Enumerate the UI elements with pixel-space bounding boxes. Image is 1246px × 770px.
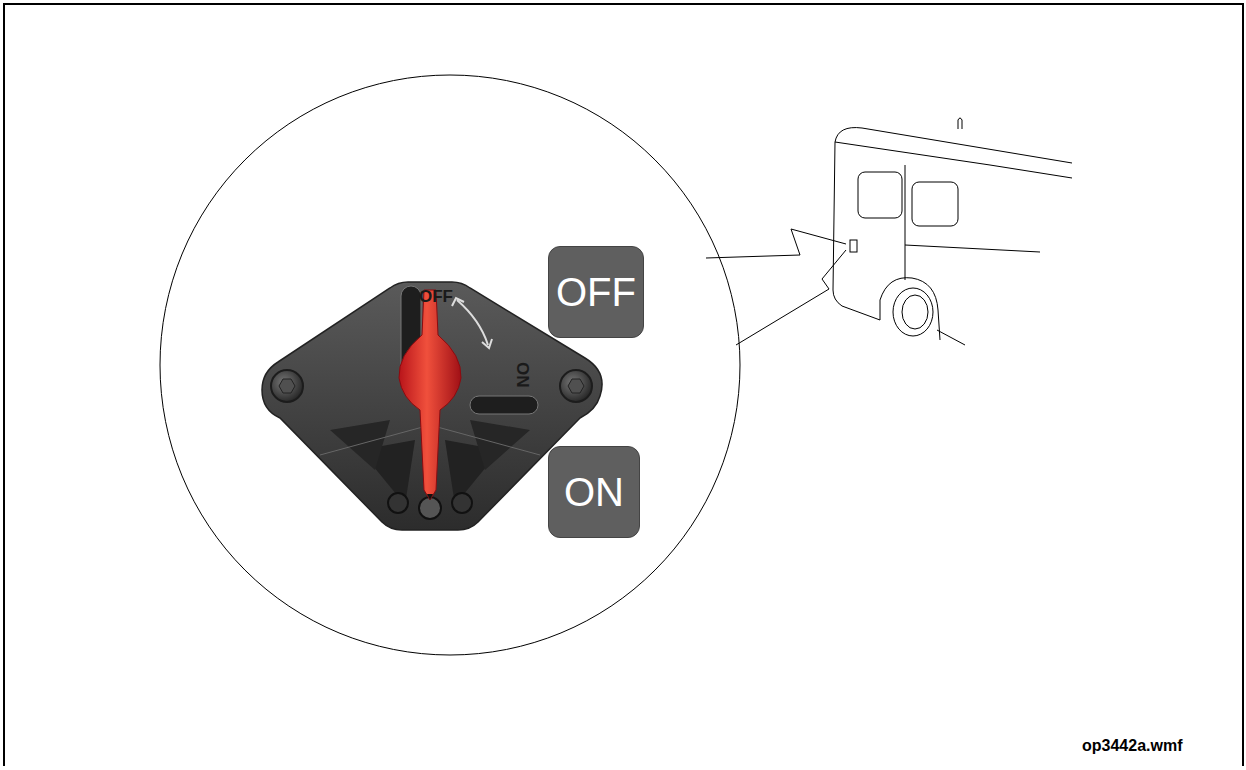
switch-position-box: OFF <box>548 246 644 338</box>
frame <box>4 4 1243 766</box>
vehicle-outline <box>833 118 1072 345</box>
magnifier-circle <box>160 75 740 655</box>
switch-on-marking: ON <box>514 362 531 388</box>
switch-position-box: ON <box>548 446 640 538</box>
callout-pointer <box>706 229 846 258</box>
file-name: op3442a.wmf <box>1082 738 1182 754</box>
position-label: OFF <box>556 272 636 312</box>
position-label: ON <box>564 472 624 512</box>
callout-pointer <box>736 250 846 345</box>
switch-off-marking: OFF <box>419 288 453 305</box>
